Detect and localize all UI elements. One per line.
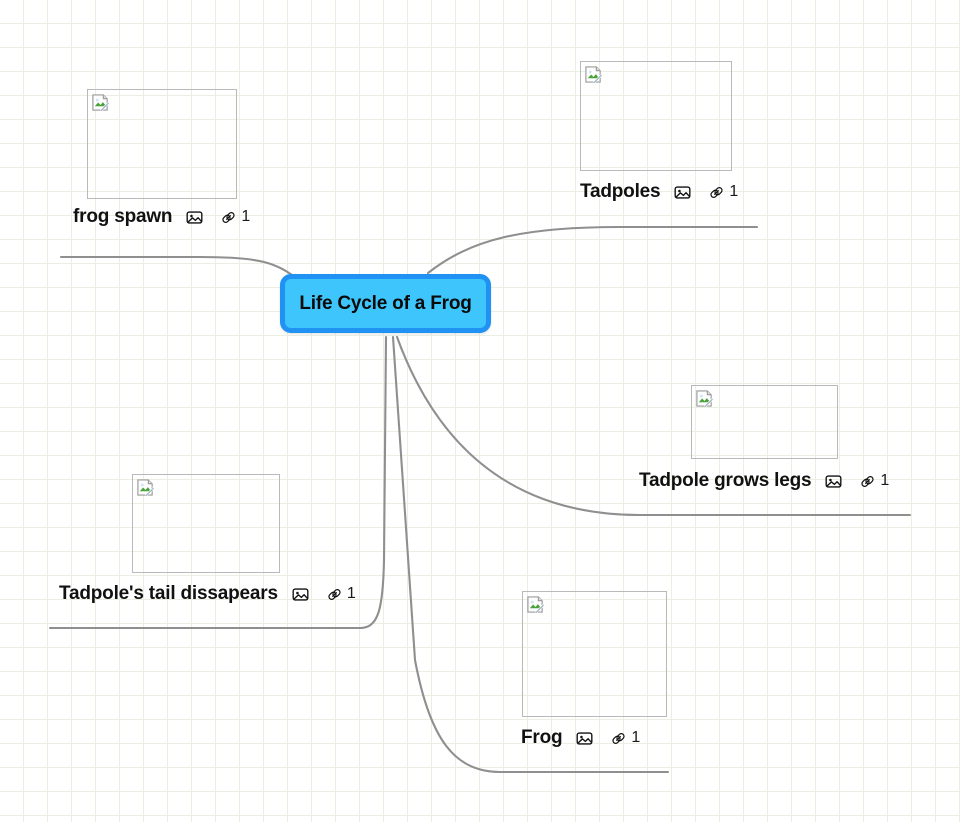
topic-label-frog: Frog — [521, 727, 563, 748]
image-icon[interactable] — [576, 730, 593, 747]
topic-row-tadpoles: Tadpoles 1 — [580, 181, 738, 203]
broken-image-icon — [137, 479, 155, 497]
topic-row-frog-spawn: frog spawn 1 — [73, 206, 250, 228]
root-node-label: Life Cycle of a Frog — [299, 292, 472, 314]
link-icon[interactable] — [611, 731, 626, 746]
link-icon[interactable] — [221, 210, 236, 225]
root-node[interactable]: Life Cycle of a Frog — [280, 274, 491, 333]
image-placeholder-tadpole-grows-legs[interactable] — [691, 385, 838, 459]
link-icon[interactable] — [327, 587, 342, 602]
broken-image-icon — [527, 596, 545, 614]
topic-frog-spawn[interactable]: frog spawn 1 — [73, 89, 250, 228]
link-count-frog-spawn: 1 — [241, 208, 251, 225]
link-count-frog: 1 — [631, 729, 641, 746]
topic-label-tadpoles: Tadpoles — [580, 181, 661, 202]
image-icon[interactable] — [825, 473, 842, 490]
topic-tadpoles[interactable]: Tadpoles 1 — [580, 61, 738, 203]
image-placeholder-tadpoles-tail-dissapears[interactable] — [132, 474, 280, 573]
topic-row-frog: Frog 1 — [521, 727, 667, 749]
image-icon[interactable] — [674, 184, 691, 201]
topic-label-frog-spawn: frog spawn — [73, 206, 173, 227]
topic-frog[interactable]: Frog 1 — [505, 591, 667, 749]
broken-image-icon — [92, 94, 110, 112]
link-count-tadpoles-tail-dissapears: 1 — [346, 585, 356, 602]
link-icon[interactable] — [860, 474, 875, 489]
link-count-tadpoles: 1 — [729, 183, 739, 200]
image-icon[interactable] — [292, 586, 309, 603]
topic-label-tadpole-grows-legs: Tadpole grows legs — [639, 470, 812, 491]
topic-row-tadpoles-tail-dissapears: Tadpole's tail dissapears 1 — [59, 583, 356, 605]
image-placeholder-frog-spawn[interactable] — [87, 89, 237, 199]
link-count-tadpole-grows-legs: 1 — [880, 472, 890, 489]
image-placeholder-frog[interactable] — [522, 591, 667, 717]
topic-tadpole-grows-legs[interactable]: Tadpole grows legs 1 — [639, 385, 889, 492]
topic-tadpoles-tail-dissapears[interactable]: Tadpole's tail dissapears 1 — [59, 474, 356, 605]
topic-label-tadpoles-tail-dissapears: Tadpole's tail dissapears — [59, 583, 278, 604]
image-icon[interactable] — [186, 209, 203, 226]
topic-row-tadpole-grows-legs: Tadpole grows legs 1 — [639, 470, 889, 492]
image-placeholder-tadpoles[interactable] — [580, 61, 732, 171]
broken-image-icon — [585, 66, 603, 84]
edge-to-tadpoles — [426, 225, 759, 275]
broken-image-icon — [696, 390, 714, 408]
link-icon[interactable] — [709, 185, 724, 200]
edge-to-frog-spawn — [59, 255, 302, 283]
